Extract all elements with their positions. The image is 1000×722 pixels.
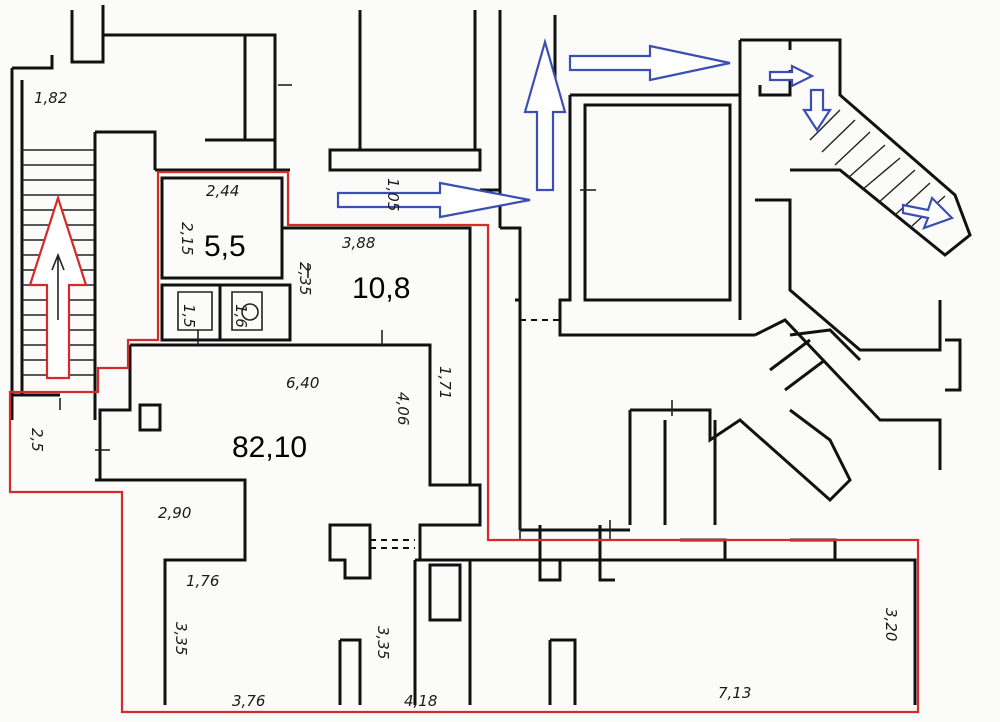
central-room-walls xyxy=(95,345,482,705)
diag-arrow xyxy=(901,195,955,230)
dim-label: 2,90 xyxy=(158,504,191,522)
dim-label: 4,06 xyxy=(394,392,412,425)
dim-label: 1,05 xyxy=(384,178,402,211)
dim-label: 3,20 xyxy=(882,608,900,641)
dim-label: 3,35 xyxy=(172,622,190,655)
dim-label: 7,13 xyxy=(718,684,751,702)
right-arrow-middle xyxy=(336,181,531,219)
bathroom-fixtures xyxy=(177,291,263,331)
right-stair-walls xyxy=(790,38,972,257)
dim-label: 4,18 xyxy=(404,692,437,710)
dim-label: 2,35 xyxy=(296,262,314,295)
left-stair-wall xyxy=(10,55,60,420)
dim-label: 1,6 xyxy=(232,304,250,328)
dim-label: 2,15 xyxy=(178,222,196,255)
area-label-main-hall: 82,10 xyxy=(232,431,307,464)
dim-label: 2,44 xyxy=(206,182,239,200)
lower-long-room-walls xyxy=(338,525,917,705)
right-arrow-small xyxy=(768,64,815,88)
walls xyxy=(10,5,972,705)
top-left-walls xyxy=(70,5,290,420)
corridor-walls xyxy=(328,10,522,530)
dimension-ticks xyxy=(59,84,673,540)
dim-label: 1,5 xyxy=(180,304,198,328)
bathroom-block xyxy=(160,176,292,342)
area-label-small-room: 5,5 xyxy=(204,230,246,263)
openings xyxy=(370,319,560,549)
route-arrows xyxy=(28,37,955,380)
dim-label: 2,5 xyxy=(28,428,46,452)
dim-label: 3,88 xyxy=(342,234,375,252)
dim-label: 1,71 xyxy=(436,366,454,399)
dim-label: 3,35 xyxy=(374,626,392,659)
dim-label: 1,82 xyxy=(34,89,67,107)
down-arrow xyxy=(801,88,833,133)
dim-label: 6,40 xyxy=(286,374,319,392)
right-stair-steps xyxy=(809,109,946,227)
right-lower-walls xyxy=(628,408,852,525)
premises-boundary xyxy=(8,170,920,714)
up-arrow-blue xyxy=(523,37,567,192)
left-stair-direction xyxy=(51,252,65,320)
right-middle-walls xyxy=(754,198,962,470)
right-arrow-top xyxy=(568,44,731,82)
dim-label: 1,76 xyxy=(186,572,219,590)
dim-label: 3,76 xyxy=(232,692,265,710)
area-label-room: 10,8 xyxy=(352,272,410,305)
